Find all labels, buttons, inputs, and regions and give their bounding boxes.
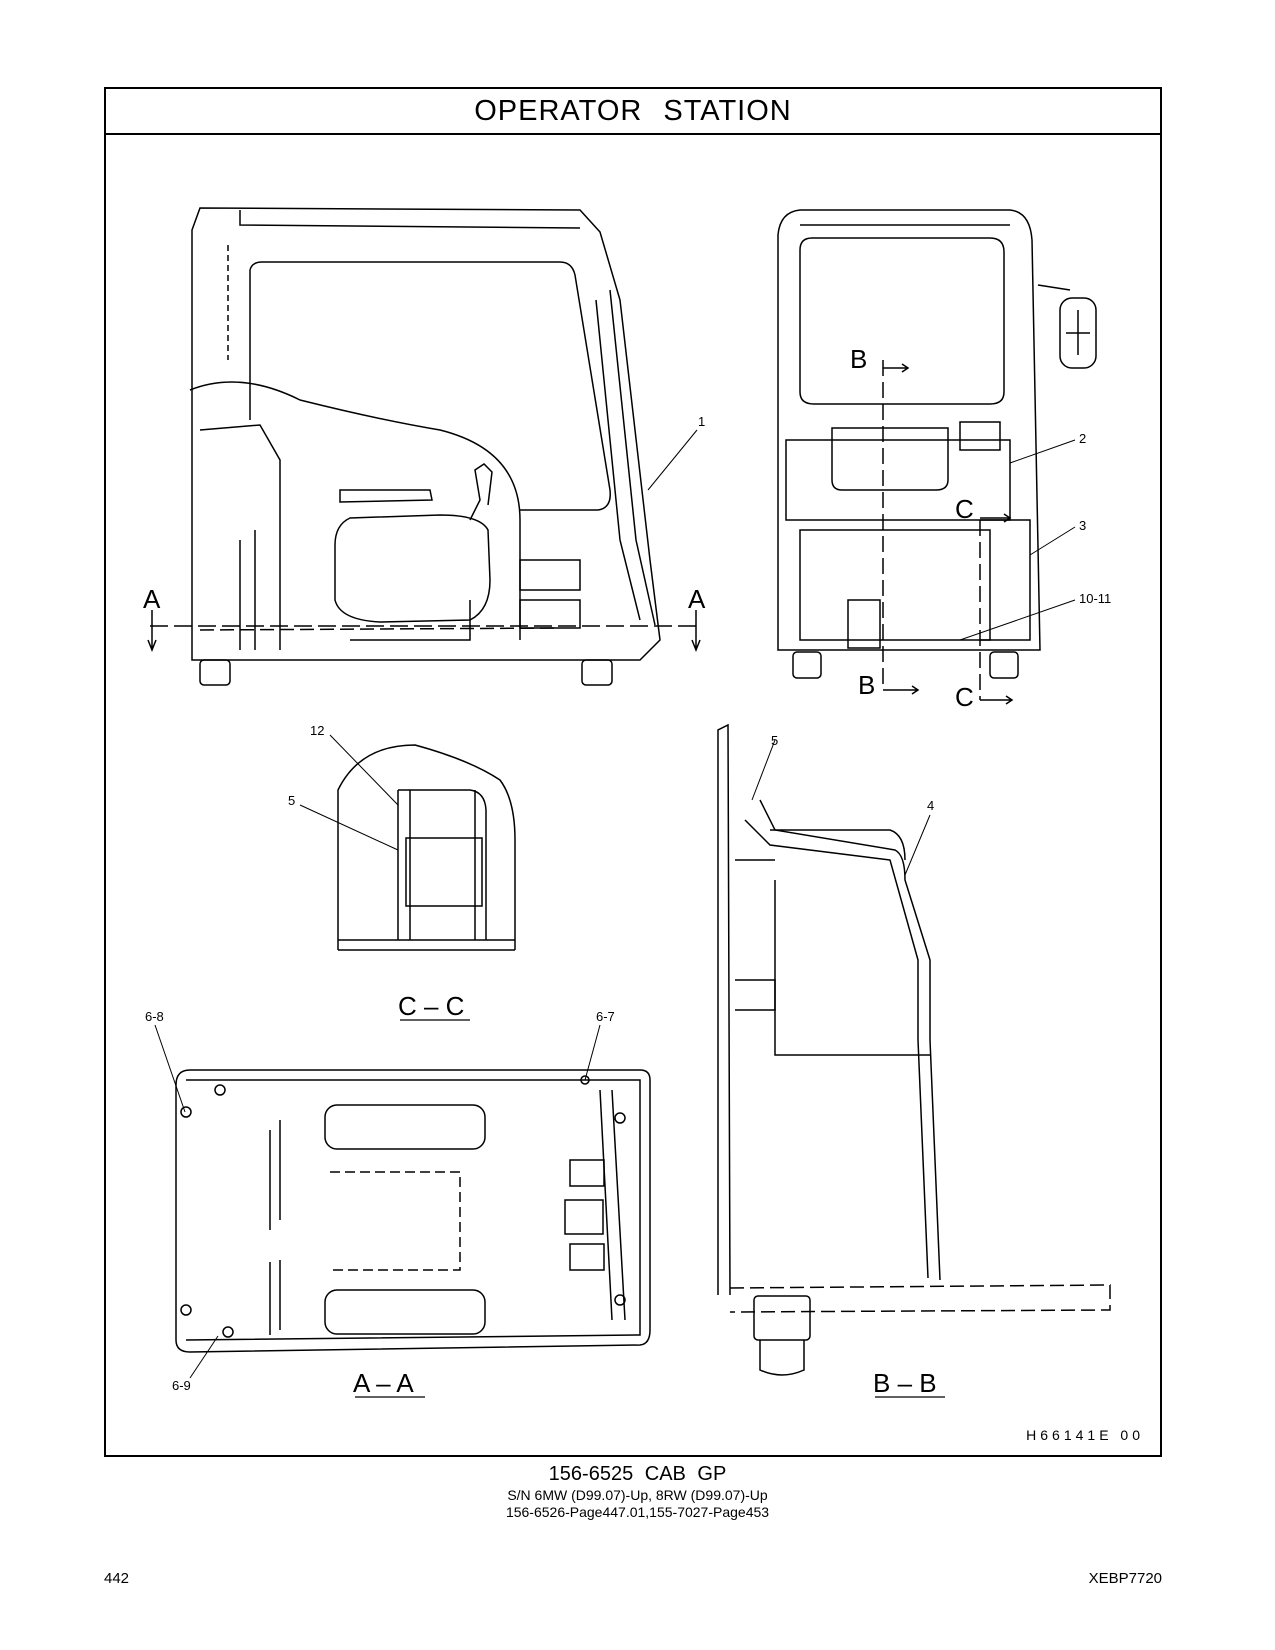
document-code: XEBP7720 [1088,1570,1162,1587]
a-a-plan-view [154,1024,651,1398]
view-label-b-b: B – B [873,1368,937,1398]
b-b-section [717,723,1111,1398]
section-letter-c-bottom: C [955,682,974,712]
c-c-detail [299,734,516,1021]
footer-part-title: 156-6525 CAB GP [548,1463,727,1485]
callout-2: 2 [1079,431,1086,446]
callout-10-11: 10-11 [1079,591,1111,606]
callout-6-8: 6-8 [145,1009,164,1024]
view-label-a-a: A – A [353,1368,414,1398]
callout-6-9: 6-9 [172,1378,191,1393]
drawing-id: H66141E 00 [1026,1427,1144,1443]
page-number: 442 [104,1570,130,1587]
section-letter-a-left: A [143,584,161,614]
view-label-c-c: C – C [398,991,464,1021]
page-title: OPERATOR STATION [474,94,792,127]
callout-3: 3 [1079,518,1086,533]
callout-6-7: 6-7 [596,1009,615,1024]
front-view [777,209,1097,705]
footer-serial: S/N 6MW (D99.07)-Up, 8RW (D99.07)-Up [507,1487,768,1503]
section-letter-a-right: A [688,584,706,614]
footer-references: 156-6526-Page447.01,155-7027-Page453 [505,1504,770,1520]
callout-5-bb: 5 [771,733,778,748]
callout-1: 1 [698,414,705,429]
title-bar: OPERATOR STATION [106,89,1160,135]
drawing-frame: OPERATOR STATION H66141E 00 [104,87,1162,1457]
callout-12: 12 [310,723,324,738]
side-view [147,207,701,686]
callout-5-cc: 5 [288,793,295,808]
section-letter-b-top: B [850,344,867,374]
section-letter-b-bottom: B [858,670,875,700]
callout-4: 4 [927,798,934,813]
section-letter-c-top: C [955,494,974,524]
